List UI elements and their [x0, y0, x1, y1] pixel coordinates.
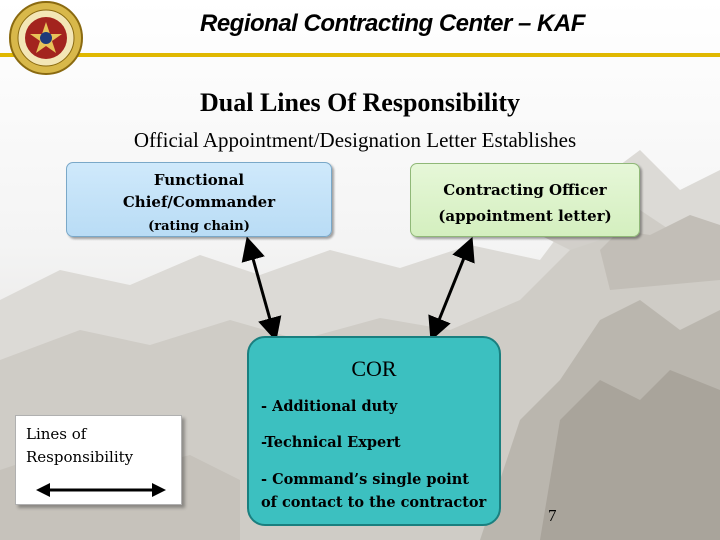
header-title: Regional Contracting Center – KAF	[200, 10, 585, 37]
legend-label: Lines of Responsibility	[26, 423, 176, 469]
chief-commander-label: Chief/Commander	[122, 193, 276, 211]
slide-subtitle: Official Appointment/Designation Letter …	[133, 128, 577, 152]
legend-box: Lines of Responsibility	[15, 415, 182, 505]
cor-title: COR	[351, 356, 397, 381]
cor-item-single-point: - Command’s single point	[261, 471, 469, 488]
legend-line-1: Lines of	[26, 425, 87, 443]
appointment-letter-label: (appointment letter)	[438, 207, 612, 225]
cor-box: COR - Additional duty -Technical Expert …	[247, 336, 501, 526]
functional-label: Functional	[153, 171, 245, 189]
double-arrow-icon	[36, 483, 166, 497]
slide-title: Dual Lines Of Responsibility	[199, 88, 520, 117]
cor-item-additional-duty: - Additional duty	[261, 398, 398, 415]
contracting-officer-box: Contracting Officer (appointment letter)	[410, 163, 640, 237]
army-contracting-seal-icon	[9, 1, 83, 75]
cor-item-contact: of contact to the contractor	[261, 494, 487, 511]
legend-line-2: Responsibility	[26, 448, 134, 466]
contracting-officer-label: Contracting Officer	[443, 181, 607, 199]
page-number: 7	[548, 506, 557, 525]
rating-chain-label: (rating chain)	[148, 219, 250, 234]
functional-chief-box: Functional Chief/Commander (rating chain…	[66, 162, 332, 237]
header-rule	[0, 53, 720, 57]
cor-item-technical-expert: -Technical Expert	[261, 434, 401, 451]
